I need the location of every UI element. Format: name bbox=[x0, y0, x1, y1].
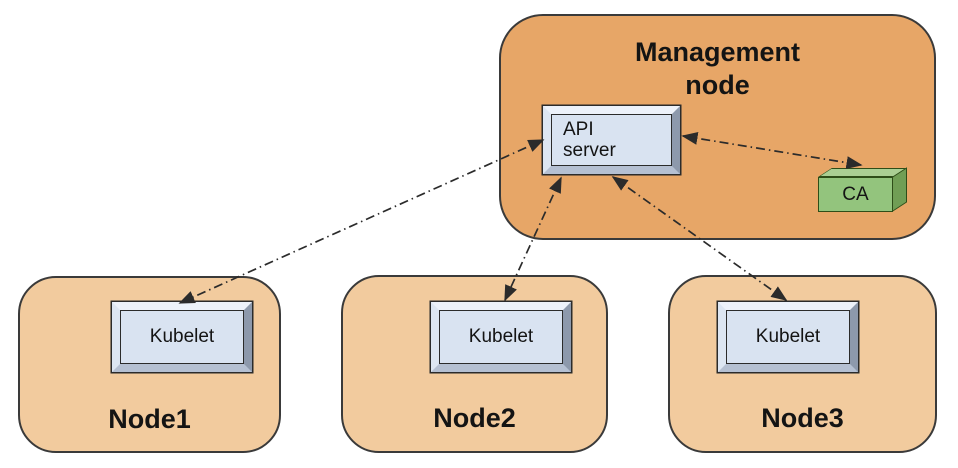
api-server-label: API server bbox=[563, 119, 616, 161]
node-label: Node2 bbox=[433, 403, 516, 433]
kubelet-box-node2: Kubelet bbox=[431, 302, 571, 372]
api-server-box: API server bbox=[543, 106, 680, 174]
kubelet-label: Kubelet bbox=[468, 326, 534, 347]
ca-label: CA bbox=[842, 183, 869, 205]
kubelet-box-node3: Kubelet bbox=[718, 302, 858, 372]
node-label: Node3 bbox=[761, 403, 844, 433]
kubelet-box-node1: Kubelet bbox=[112, 302, 252, 372]
management-node-label: Management node bbox=[634, 37, 801, 100]
ca-front-face: CA bbox=[818, 177, 893, 212]
ca-box: CA bbox=[818, 167, 908, 212]
kubelet-label: Kubelet bbox=[149, 326, 215, 347]
kubelet-label: Kubelet bbox=[755, 326, 821, 347]
node-label: Node1 bbox=[108, 404, 191, 434]
